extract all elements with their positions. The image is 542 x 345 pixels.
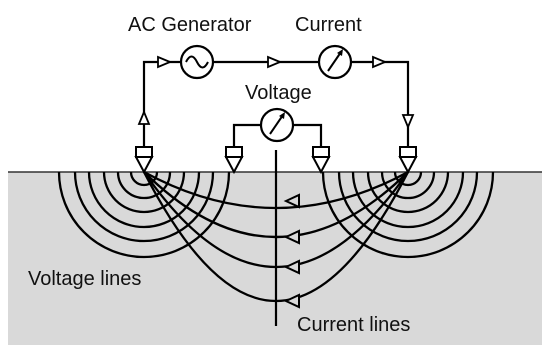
- voltage-lines-label: Voltage lines: [28, 268, 141, 290]
- current-meter-label: Current: [295, 14, 362, 36]
- voltage-meter-label: Voltage: [245, 82, 312, 104]
- ac-generator-symbol: [179, 44, 215, 80]
- ammeter-dial-icon: [317, 44, 353, 80]
- ac-generator-label: AC Generator: [128, 14, 252, 36]
- current-circuit-wire: [137, 55, 415, 150]
- current-line-arrows: [283, 193, 300, 309]
- electrode-voltage-left-icon: [224, 146, 244, 175]
- electrode-current-left-icon: [134, 146, 154, 175]
- current-lines-label: Current lines: [297, 314, 410, 336]
- voltmeter-dial-icon: [259, 107, 295, 143]
- electrode-voltage-right-icon: [311, 146, 331, 175]
- electrode-current-right-icon: [398, 146, 418, 175]
- voltage-lines-left: [57, 172, 231, 259]
